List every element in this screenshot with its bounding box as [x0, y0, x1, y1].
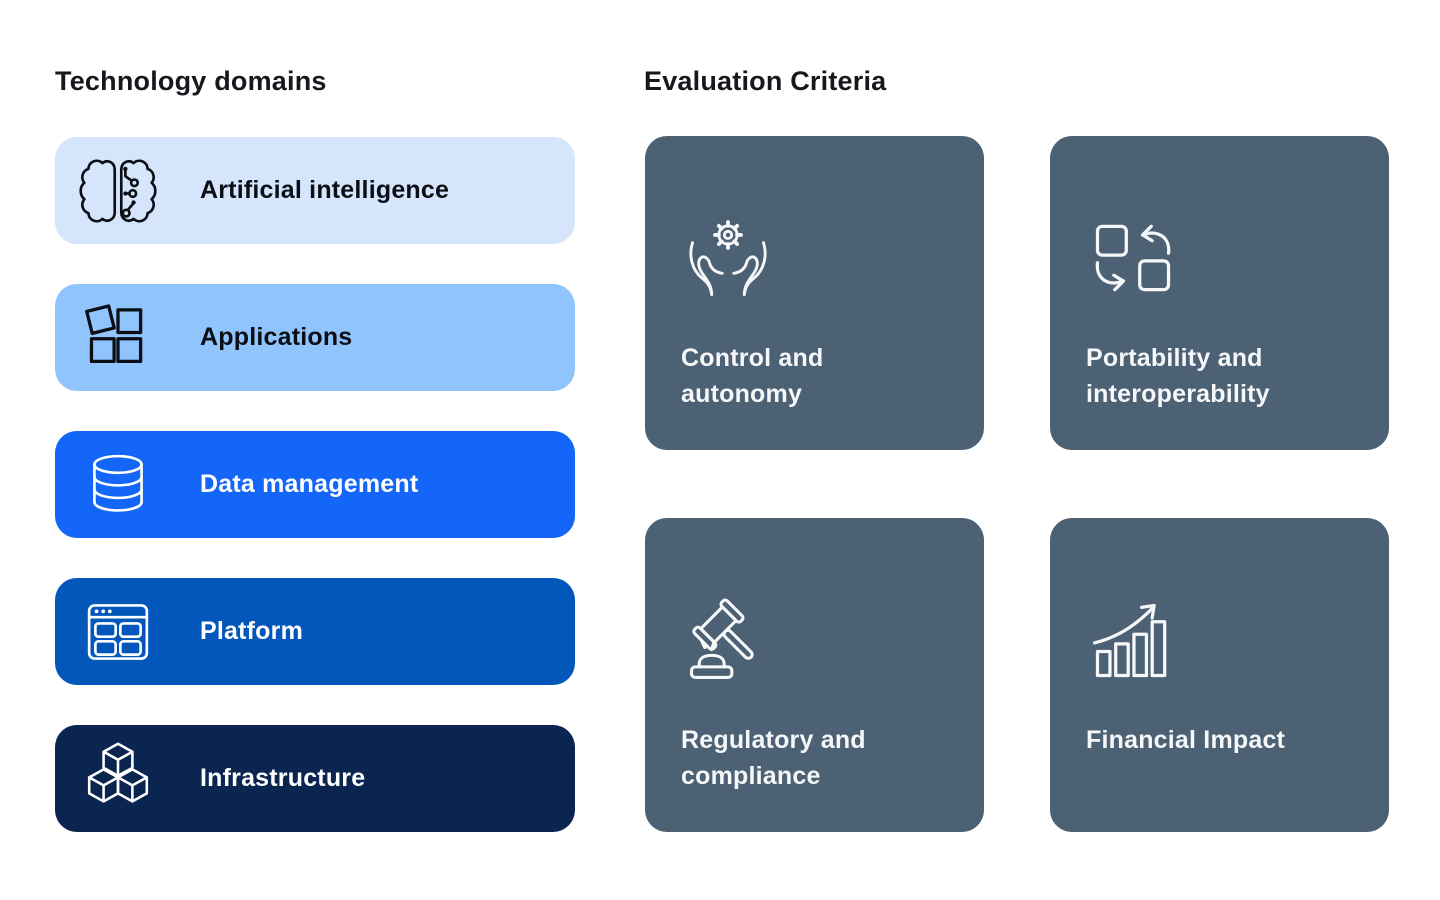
eval-card-financial-impact: Financial Impact	[1050, 518, 1389, 832]
eval-card-label: Control and autonomy	[681, 344, 824, 408]
eval-card-control-autonomy: Control and autonomy	[645, 136, 984, 450]
technology-domains-title: Technology domains	[55, 66, 327, 96]
domain-label: Infrastructure	[200, 764, 366, 792]
database-icon	[76, 447, 160, 523]
evaluation-criteria-title: Evaluation Criteria	[644, 66, 887, 96]
domain-card-applications: Applications	[55, 284, 575, 391]
app-squares-icon	[76, 299, 160, 377]
eval-card-label: Regulatory and compliance	[681, 726, 866, 790]
eval-card-regulatory-compliance: Regulatory and compliance	[645, 518, 984, 832]
domain-label: Applications	[200, 323, 353, 351]
domain-label: Platform	[200, 617, 304, 645]
browser-window-icon	[76, 593, 160, 671]
growth-chart-icon	[1085, 592, 1181, 688]
gavel-icon	[680, 592, 776, 688]
domain-card-infrastructure: Infrastructure	[55, 725, 575, 832]
domain-label: Artificial intelligence	[200, 176, 450, 204]
domain-card-artificial-intelligence: Artificial intelligence	[55, 137, 575, 244]
eval-card-label: Financial Impact	[1086, 726, 1286, 754]
eval-card-label: Portability and interoperability	[1086, 344, 1270, 408]
domain-card-platform: Platform	[55, 578, 575, 685]
brain-circuit-icon	[76, 150, 160, 232]
cubes-icon	[76, 739, 160, 819]
hands-gear-icon	[680, 210, 776, 306]
swap-squares-icon	[1085, 210, 1181, 306]
domain-card-data-management: Data management	[55, 431, 575, 538]
eval-card-portability-interoperability: Portability and interoperability	[1050, 136, 1389, 450]
domain-label: Data management	[200, 470, 419, 498]
